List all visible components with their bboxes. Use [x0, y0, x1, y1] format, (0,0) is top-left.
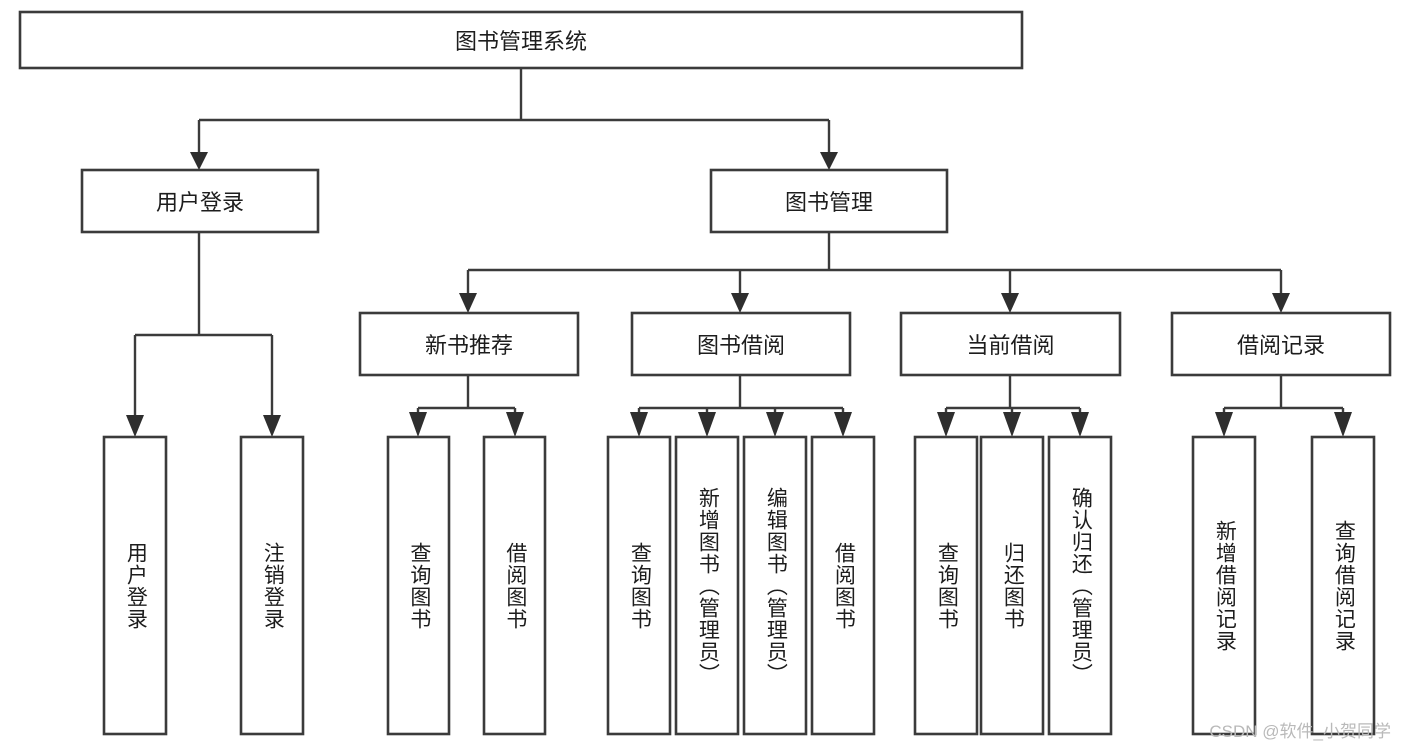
arrow-leaf-c2	[1003, 412, 1021, 437]
node-box-new-book-recommend[interactable]	[358, 311, 580, 377]
arrow-leaf-b2	[698, 412, 716, 437]
leaf-box-current-borrow-2[interactable]	[1047, 435, 1113, 736]
arrow-leaf-n1	[409, 412, 427, 437]
node-box-book-management[interactable]	[709, 168, 949, 234]
arrow-leaf-c1	[937, 412, 955, 437]
arrow-leaf-b4	[834, 412, 852, 437]
arrow-leaf-u2	[263, 415, 281, 437]
leaf-box-borrow-record-0[interactable]	[1191, 435, 1257, 736]
node-box-book-borrow[interactable]	[630, 311, 852, 377]
leaf-box-new-book-recommend-1[interactable]	[482, 435, 547, 736]
box-group	[18, 10, 1392, 736]
arrow-new-book-rec	[459, 293, 477, 313]
leaf-box-book-borrow-1[interactable]	[674, 435, 740, 736]
leaf-box-borrow-record-1[interactable]	[1310, 435, 1376, 736]
arrow-leaf-n2	[506, 412, 524, 437]
arrow-leaf-r1	[1215, 412, 1233, 437]
leaf-box-current-borrow-0[interactable]	[913, 435, 979, 736]
node-box-current-borrow[interactable]	[899, 311, 1122, 377]
leaf-box-book-borrow-3[interactable]	[810, 435, 876, 736]
leaf-box-user-login-1[interactable]	[239, 435, 305, 736]
arrow-book-borrow	[731, 293, 749, 313]
arrow-borrow-record	[1272, 293, 1290, 313]
leaf-box-new-book-recommend-0[interactable]	[386, 435, 451, 736]
connector-group	[126, 68, 1352, 437]
arrow-leaf-u1	[126, 415, 144, 437]
leaf-box-current-borrow-1[interactable]	[979, 435, 1045, 736]
arrow-leaf-c3	[1071, 412, 1089, 437]
leaf-box-book-borrow-2[interactable]	[742, 435, 808, 736]
node-box-borrow-record[interactable]	[1170, 311, 1392, 377]
arrow-leaf-b1	[630, 412, 648, 437]
node-box-user-login[interactable]	[80, 168, 320, 234]
node-box-root[interactable]	[18, 10, 1024, 70]
arrow-leaf-b3	[766, 412, 784, 437]
arrow-current-borrow	[1001, 293, 1019, 313]
arrow-book-mgmt	[820, 152, 838, 170]
leaf-box-user-login-0[interactable]	[102, 435, 168, 736]
arrow-leaf-r2	[1334, 412, 1352, 437]
arrow-user-login	[190, 152, 208, 170]
leaf-box-book-borrow-0[interactable]	[606, 435, 672, 736]
